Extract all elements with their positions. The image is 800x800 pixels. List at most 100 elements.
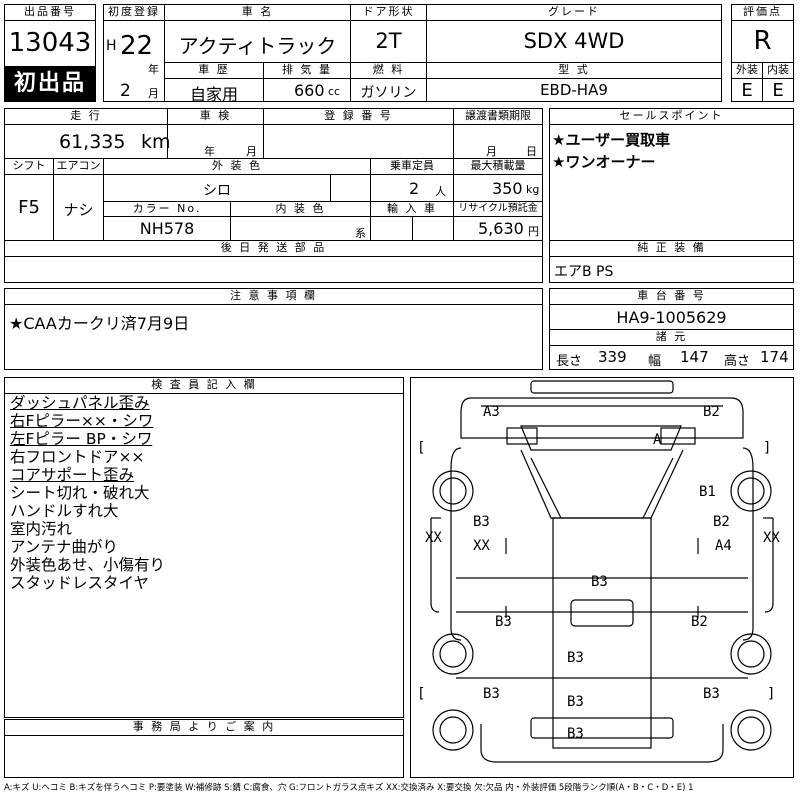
exterior-color: シロ xyxy=(203,183,231,199)
damage-b1: B1 xyxy=(699,484,716,500)
vehicle-diagram-svg xyxy=(430,380,774,763)
door-box: 2T xyxy=(350,20,427,63)
damage-b3-lower: B3 xyxy=(567,650,584,666)
damage-a4: A4 xyxy=(715,538,732,554)
vehicle-diagram: [ ] [ ] A3 B2 A B1 B3 XX B2 A4 XX XX B3 … xyxy=(410,377,794,778)
interior-color-label: 内 装 色 xyxy=(230,201,371,217)
transfer-deadline-box: 月 日 xyxy=(453,124,543,159)
width-label-text: 幅 xyxy=(648,354,662,369)
chassis-number: HA9-1005629 xyxy=(616,308,727,327)
inspector-notes-list: ダッシュパネル歪み 右Fピラー××・シワ 左Fピラー BP・シワ 右フロントドア… xyxy=(10,394,402,592)
exterior-grade-box: E xyxy=(731,78,763,102)
history-label: 車 歴 xyxy=(164,62,264,79)
damage-xx-left-door: XX xyxy=(473,538,490,554)
later-parts-label: 後 日 発 送 部 品 xyxy=(4,240,543,257)
exterior-color-box: シロ xyxy=(103,174,331,202)
interior-grade-box: E xyxy=(762,78,794,102)
inspector-note: コアサポート歪み xyxy=(10,466,135,484)
genuine-equipment-box: エアB PS xyxy=(549,256,794,283)
shift-box: F5 xyxy=(4,174,54,241)
transfer-day-unit: 日 xyxy=(526,145,537,158)
year-unit: 年 xyxy=(148,63,159,76)
first-registration-box: H 22 年 2 月 xyxy=(103,20,165,102)
office-notice-label: 事 務 局 よ り ご 案 内 xyxy=(4,719,404,736)
damage-b2-mid-right: B2 xyxy=(691,614,708,630)
car-name-box: アクティトラック xyxy=(164,20,351,63)
grade-box: SDX 4WD xyxy=(426,20,722,63)
notes: ★CAAカークリ済7月9日 xyxy=(9,314,190,333)
damage-a-windshield: A xyxy=(653,432,662,448)
bracket-mark: ] xyxy=(763,440,772,456)
rating-label: 評価点 xyxy=(731,4,794,21)
registration-number-box xyxy=(263,124,454,159)
bracket-mark: [ xyxy=(417,686,426,702)
inspector-note: ハンドルすれ大 xyxy=(10,502,119,520)
width: 147 xyxy=(680,348,709,366)
notes-box: ★CAAカークリ済7月9日 xyxy=(4,304,543,370)
registration-year: 22 xyxy=(120,31,154,61)
mileage-label: 走 行 xyxy=(4,108,168,125)
interior-label: 内装 xyxy=(762,62,794,79)
inspector-note: シート切れ・破れ大 xyxy=(10,484,150,502)
inspector-notes-label: 検 査 員 記 入 欄 xyxy=(4,377,404,394)
color-number: NH578 xyxy=(139,219,195,238)
length: 339 xyxy=(598,348,627,366)
ac-box: ナシ xyxy=(53,174,104,241)
inspection-month-unit: 月 xyxy=(246,145,257,158)
capacity-box: 2 人 xyxy=(370,174,454,202)
model-label: 型 式 xyxy=(426,62,722,79)
import-label: 輸 入 車 xyxy=(370,201,454,217)
office-notice-box xyxy=(4,735,404,778)
fuel-label: 燃 料 xyxy=(350,62,427,79)
rating-box: R xyxy=(731,20,794,63)
first-listing-badge: 初出品 xyxy=(4,66,96,102)
damage-b3-mid-left: B3 xyxy=(495,614,512,630)
damage-b2-right: B2 xyxy=(713,514,730,530)
exterior-color-label: 外 装 色 xyxy=(103,158,371,175)
import-box-b xyxy=(412,216,454,241)
damage-xx-left: XX xyxy=(425,530,442,546)
import-box-a xyxy=(370,216,413,241)
sales-point-1: ★ユーザー買取車 xyxy=(552,131,671,149)
bracket-mark: ] xyxy=(767,686,776,702)
max-load-unit: kg xyxy=(526,183,540,196)
inspector-note: 右フロントドア×× xyxy=(10,448,145,466)
registration-month: 2 xyxy=(120,81,131,101)
shift: F5 xyxy=(18,197,40,218)
sales-point-box: ★ユーザー買取車 ★ワンオーナー xyxy=(549,124,794,241)
model-box: EBD-HA9 xyxy=(426,78,722,102)
recycle-unit: 円 xyxy=(528,225,539,238)
interior-grade: E xyxy=(772,80,784,101)
inspector-note: 右Fピラー××・シワ xyxy=(10,412,154,430)
later-parts-box xyxy=(4,256,543,283)
ac: ナシ xyxy=(63,201,94,219)
bracket-mark: [ xyxy=(417,440,426,456)
lot-number-box: 13043 xyxy=(4,20,96,67)
inspector-note: 外装色あせ、小傷有り xyxy=(10,556,166,574)
displacement: 660 xyxy=(294,81,325,100)
registration-number-label: 登 録 番 号 xyxy=(263,108,454,125)
inspector-note: スタッドレスタイヤ xyxy=(10,574,150,592)
legend: A:キズ U:ヘコミ B:キズを伴うヘコミ P:要塗装 W:補修跡 S:錆 C:… xyxy=(4,783,694,793)
first-registration-label: 初度登録 xyxy=(103,4,165,21)
grade-label: グレード xyxy=(426,4,722,21)
max-load: 350 xyxy=(492,179,523,198)
sales-point-label: セールスポイント xyxy=(549,108,794,125)
damage-b3-bottom-left: B3 xyxy=(483,686,500,702)
sales-point-2: ★ワンオーナー xyxy=(552,153,656,171)
displacement-box: 660 cc xyxy=(263,78,351,102)
damage-a3: A3 xyxy=(483,404,500,420)
interior-color-unit: 系 xyxy=(355,227,366,240)
transfer-deadline-label: 譲渡書類期限 xyxy=(453,108,543,125)
lot-number: 13043 xyxy=(8,28,92,58)
damage-b3-bottom-center: B3 xyxy=(567,694,584,710)
mileage: 61,335 xyxy=(59,131,126,153)
fuel: ガソリン xyxy=(360,85,417,101)
exterior-color-extra xyxy=(330,174,371,202)
interior-color-box: 系 xyxy=(230,216,371,241)
chassis-label: 車 台 番 号 xyxy=(549,288,794,305)
history: 自家用 xyxy=(189,85,238,104)
door-type: 2T xyxy=(375,29,402,53)
height-label-text: 高さ xyxy=(724,354,751,369)
displacement-unit: cc xyxy=(328,85,341,98)
